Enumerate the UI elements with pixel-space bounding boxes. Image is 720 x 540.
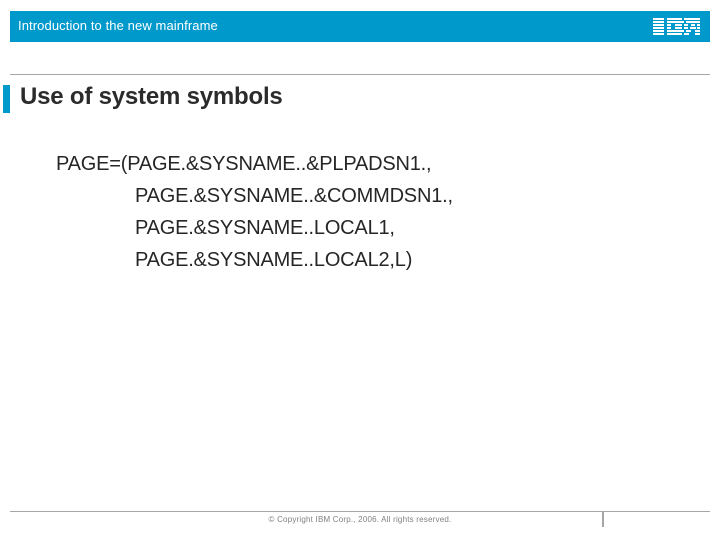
header-title: Introduction to the new mainframe [18, 18, 218, 33]
code-line: PAGE.&SYSNAME..LOCAL1, [135, 217, 395, 239]
ibm-logo [653, 18, 700, 36]
footer-divider [10, 511, 710, 512]
code-line: PAGE.&SYSNAME..&COMMDSN1., [135, 185, 453, 207]
page-title: Use of system symbols [20, 83, 283, 110]
code-block: PAGE=(PAGE.&SYSNAME..&PLPADSN1., PAGE.&S… [56, 148, 656, 276]
code-line: PAGE.&SYSNAME..LOCAL2,L) [135, 249, 413, 271]
title-accent-bar [3, 85, 10, 113]
header-banner: Introduction to the new mainframe [10, 11, 710, 42]
header-divider [10, 74, 710, 75]
footer-tick-mark [602, 511, 604, 527]
code-line: PAGE=(PAGE.&SYSNAME..&PLPADSN1., [56, 153, 432, 175]
copyright-notice: © Copyright IBM Corp., 2006. All rights … [268, 515, 452, 524]
